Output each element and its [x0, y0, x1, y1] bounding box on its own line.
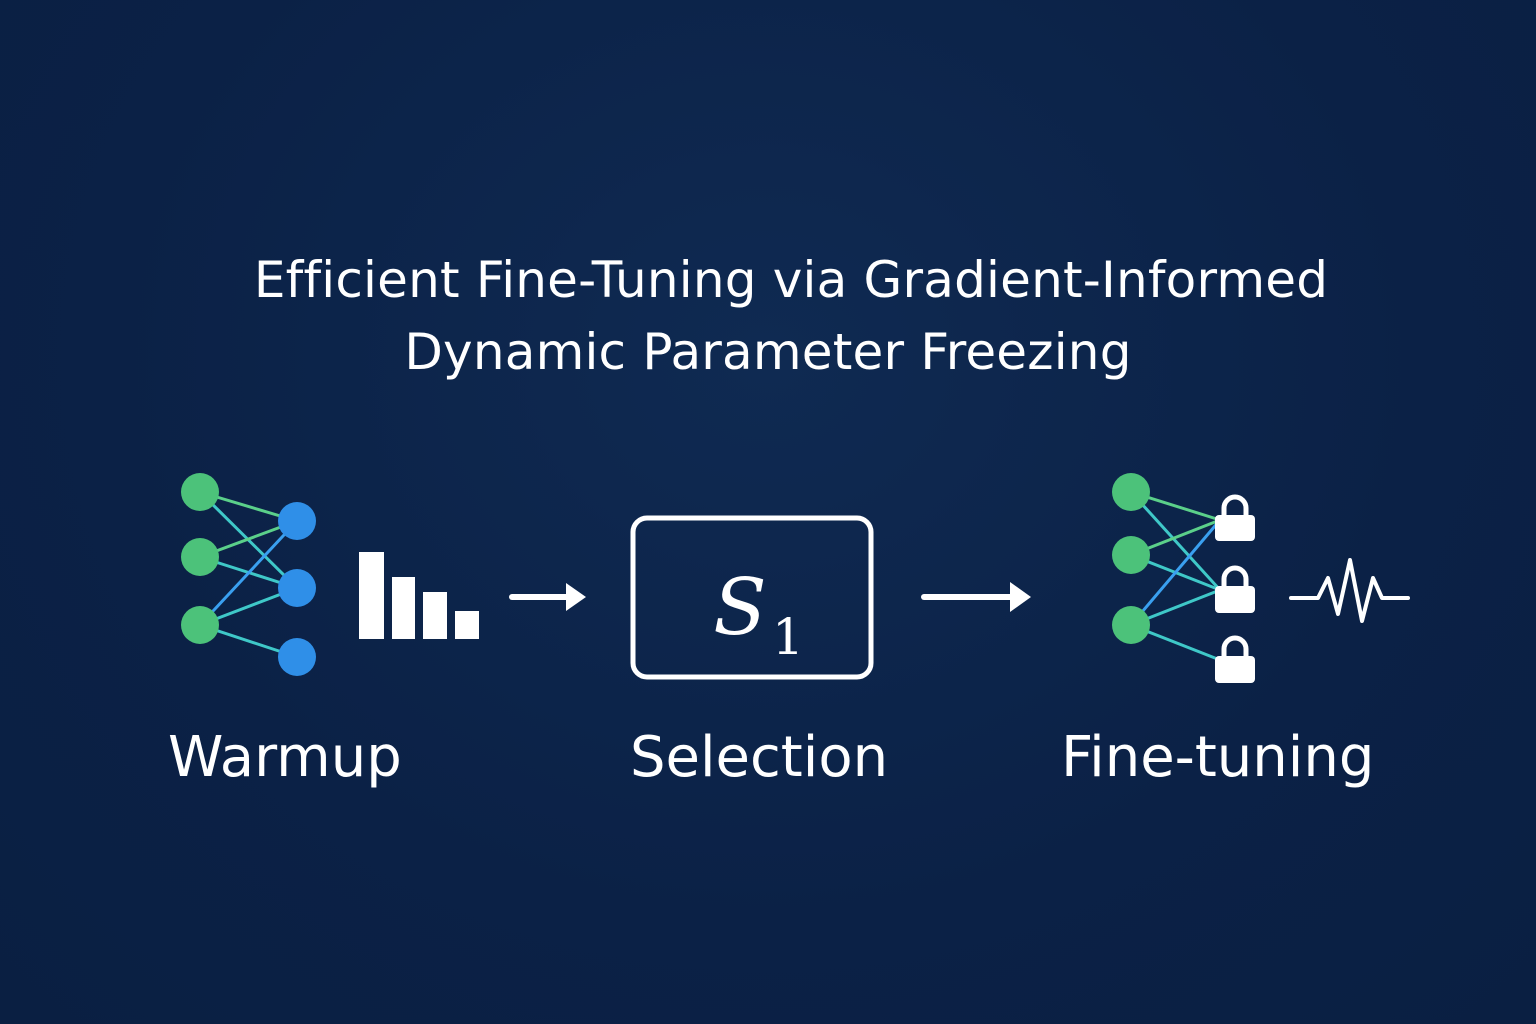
waveform-icon — [1289, 558, 1410, 623]
warmup-network-icon — [181, 473, 316, 676]
lock-icon — [1215, 635, 1255, 683]
selection-box: S 1 — [630, 515, 874, 680]
bar-chart-icon — [359, 552, 479, 639]
lock-icon — [1215, 494, 1255, 541]
selection-subscript: 1 — [772, 608, 804, 666]
stage-label-finetuning: Fine-tuning — [1061, 725, 1375, 790]
stage-label-selection: Selection — [630, 725, 889, 790]
lock-icon — [1215, 565, 1255, 613]
title-line-1: Efficient Fine-Tuning via Gradient-Infor… — [253, 251, 1329, 309]
stage-label-warmup: Warmup — [168, 725, 402, 790]
arrow-right-icon — [509, 583, 586, 611]
title-line-2: Dynamic Parameter Freezing — [404, 323, 1132, 381]
finetune-network-icon — [1112, 473, 1222, 662]
selection-symbol: S — [713, 563, 766, 653]
arrow-right-icon — [921, 582, 1031, 612]
page-title: Efficient Fine-Tuning via Gradient-Infor… — [0, 244, 1536, 388]
